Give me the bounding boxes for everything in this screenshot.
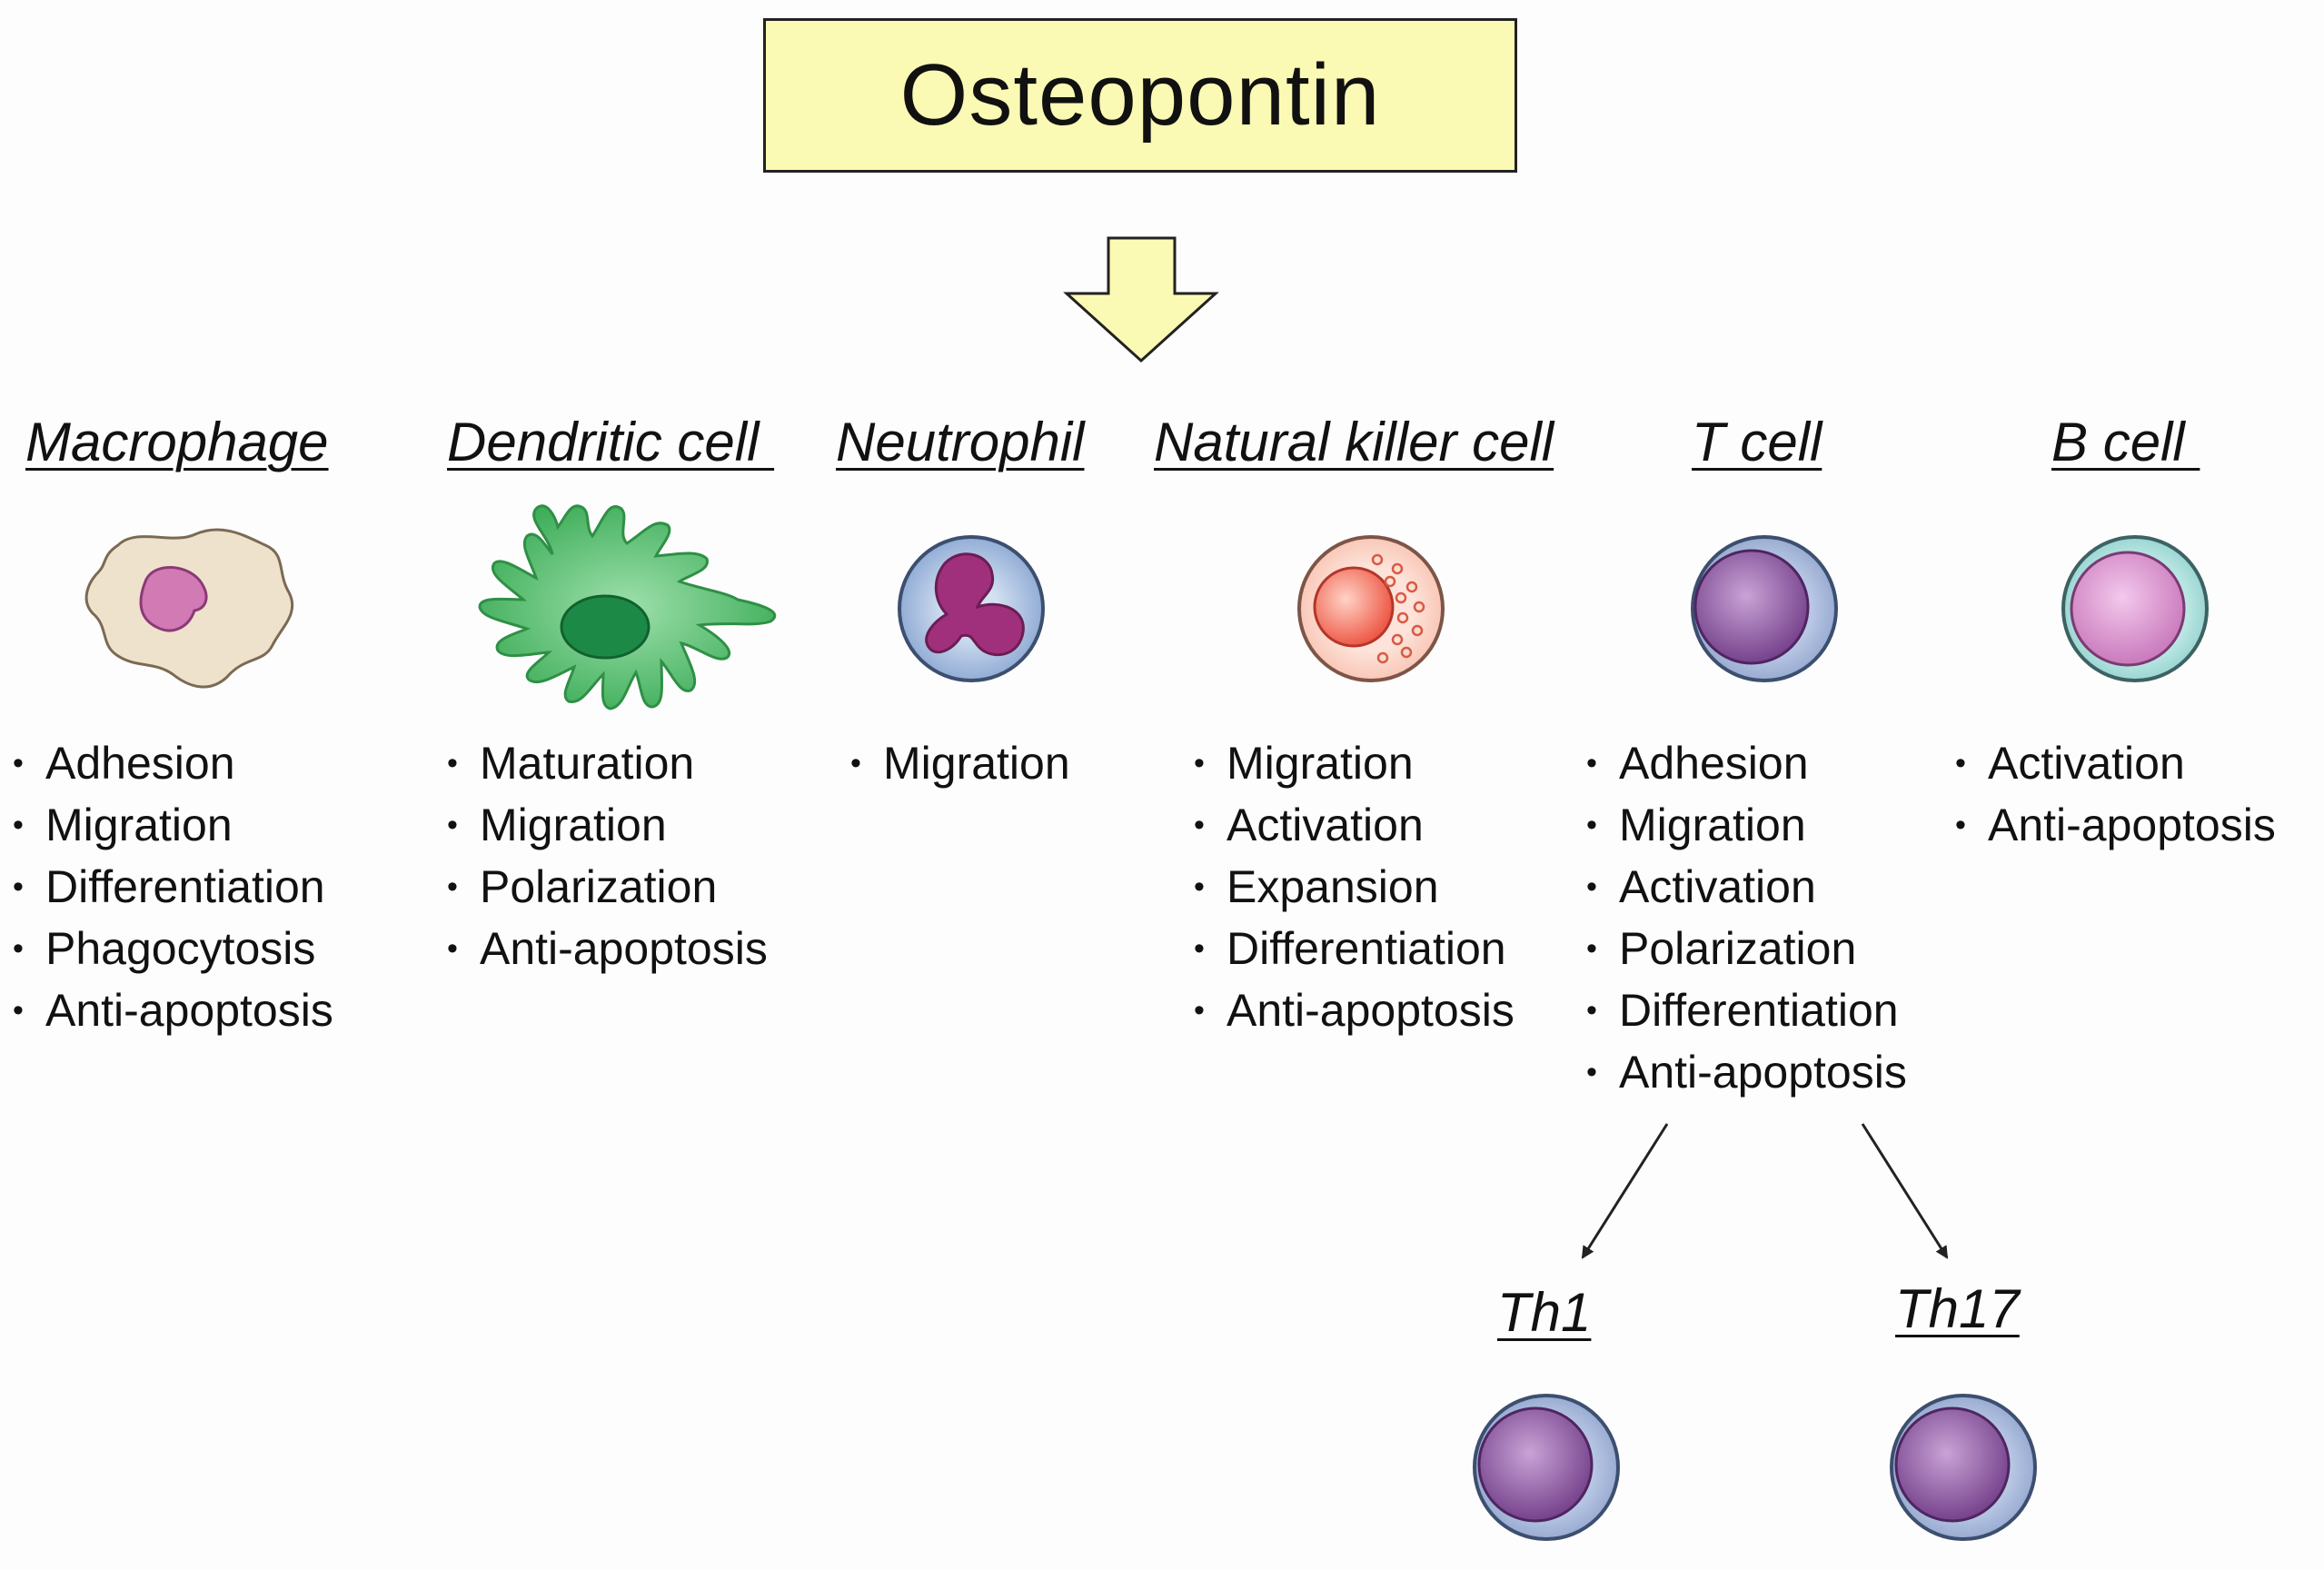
list-item: Expansion <box>1194 856 1515 918</box>
list-item: Anti-apoptosis <box>13 979 333 1041</box>
list-item: Polarization <box>1586 918 1907 979</box>
title-box: Osteopontin <box>763 18 1517 173</box>
list-item: Differentiation <box>13 856 333 918</box>
dendritic-cell-icon <box>478 504 777 710</box>
label-neutrophil: Neutrophil <box>836 412 1085 472</box>
b-cell-icon <box>2061 535 2209 682</box>
label-natural-killer-cell: Natural killer cell <box>1154 412 1554 472</box>
list-item: Polarization <box>447 856 768 918</box>
list-item: Differentiation <box>1586 979 1907 1041</box>
list-item: Anti-apoptosis <box>447 918 768 979</box>
list-item: Activation <box>1586 856 1907 918</box>
b-cell-functions: Activation Anti-apoptosis <box>1955 732 2276 856</box>
list-item: Migration <box>850 732 1070 794</box>
macrophage-icon <box>84 528 294 689</box>
list-item: Activation <box>1955 732 2276 794</box>
list-item: Activation <box>1194 794 1515 856</box>
th1-cell-icon <box>1473 1394 1620 1541</box>
diagram-title: Osteopontin <box>899 46 1381 144</box>
arrow-to-th17 <box>1861 1123 1949 1259</box>
list-item: Migration <box>13 794 333 856</box>
list-item: Maturation <box>447 732 768 794</box>
list-item: Migration <box>447 794 768 856</box>
list-item: Migration <box>1194 732 1515 794</box>
label-b-cell: B cell <box>2051 412 2200 472</box>
list-item: Anti-apoptosis <box>1194 979 1515 1041</box>
label-t-cell: T cell <box>1692 412 1822 472</box>
nk-cell-functions: Migration Activation Expansion Different… <box>1194 732 1515 1041</box>
th17-cell-icon <box>1890 1394 2037 1541</box>
list-item: Differentiation <box>1194 918 1515 979</box>
label-th17: Th17 <box>1895 1278 2020 1339</box>
label-macrophage: Macrophage <box>25 412 329 472</box>
down-arrow <box>1063 236 1219 363</box>
t-cell-functions: Adhesion Migration Activation Polarizati… <box>1586 732 1907 1103</box>
list-item: Adhesion <box>1586 732 1907 794</box>
neutrophil-functions: Migration <box>850 732 1070 794</box>
macrophage-functions: Adhesion Migration Differentiation Phago… <box>13 732 333 1041</box>
arrow-to-th1 <box>1581 1123 1669 1259</box>
list-item: Migration <box>1586 794 1907 856</box>
list-item: Phagocytosis <box>13 918 333 979</box>
list-item: Adhesion <box>13 732 333 794</box>
neutrophil-icon <box>898 535 1045 682</box>
list-item: Anti-apoptosis <box>1955 794 2276 856</box>
dendritic-cell-functions: Maturation Migration Polarization Anti-a… <box>447 732 768 979</box>
t-cell-icon <box>1691 535 1838 682</box>
list-item: Anti-apoptosis <box>1586 1041 1907 1103</box>
label-th1: Th1 <box>1497 1282 1592 1343</box>
nk-cell-icon <box>1297 535 1445 682</box>
label-dendritic-cell: Dendritic cell <box>447 412 775 472</box>
